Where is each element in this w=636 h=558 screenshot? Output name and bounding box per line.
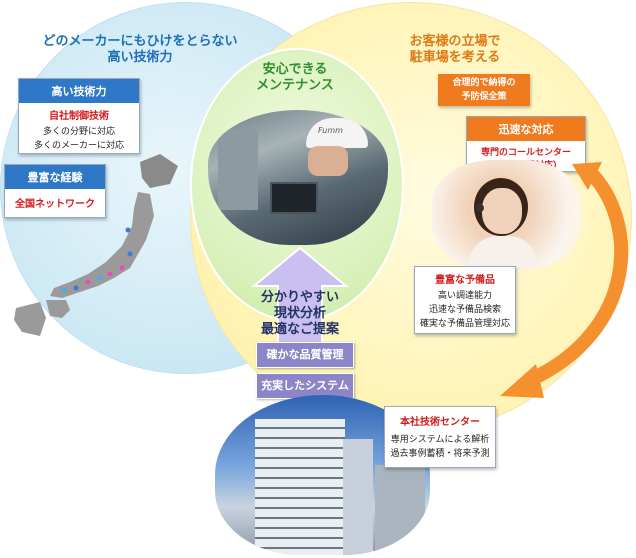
- response-box-header: 迅速な対応: [467, 117, 585, 141]
- call-center-operator-photo: [432, 160, 582, 270]
- helmet-icon: [306, 118, 368, 148]
- center-title-line2: メンテナンス: [256, 78, 334, 93]
- arrow-text-line: 分かりやすい: [260, 290, 339, 305]
- right-title: お客様の立場で 駐車場を考える: [385, 34, 525, 66]
- tech-box-label: 自社制御技術: [49, 111, 109, 122]
- tech-box: 高い技術力 自社制御技術 多くの分野に対応 多くのメーカーに対応: [18, 78, 140, 154]
- left-title-line2: 高い技術力: [107, 50, 173, 65]
- hq-box: 本社技術センター 専用システムによる解析 過去事例蓄積・将来予測: [384, 406, 496, 468]
- center-title-line1: 安心できる: [262, 62, 328, 77]
- tech-box-line: 多くのメーカーに対応: [33, 141, 124, 151]
- left-title-line1: どのメーカーにもひけをとらない: [42, 34, 238, 49]
- quality-control-pill: 確かな品質管理: [256, 342, 354, 368]
- japan-map-illustration: [14, 154, 178, 336]
- right-title-line1: お客様の立場で: [409, 34, 501, 49]
- parts-box: 豊富な予備品 高い調達能力 迅速な予備品検索 確実な予備品管理対応: [414, 266, 516, 334]
- arrow-text-line: 最適なご提案: [260, 322, 339, 337]
- curved-arrow-icon: [500, 162, 629, 398]
- meter-device-icon: [270, 182, 318, 214]
- experience-box-header: 豊富な経験: [5, 165, 105, 189]
- left-title: どのメーカーにもひけをとらない 高い技術力: [30, 34, 250, 66]
- experience-box: 豊富な経験 全国ネットワーク: [4, 164, 106, 218]
- parts-box-line: 確実な予備品管理対応: [419, 319, 510, 329]
- system-pill: 充実したシステム: [256, 373, 354, 399]
- parts-box-label: 豊富な予備品: [435, 275, 495, 286]
- preventive-box-line1: 合理的で納得の: [452, 78, 516, 88]
- parts-box-line: 迅速な予備品検索: [428, 305, 501, 315]
- hq-box-line: 過去事例蓄積・将来予測: [390, 449, 490, 459]
- preventive-box-line2: 予防保全策: [461, 92, 507, 102]
- response-box-label-line1: 専門のコールセンター: [480, 148, 571, 158]
- headset-icon: [476, 204, 484, 212]
- arrow-text: 分かりやすい 現状分析 最適なご提案: [250, 290, 350, 338]
- experience-box-label: 全国ネットワーク: [15, 199, 95, 210]
- preventive-box: 合理的で納得の 予防保全策: [438, 74, 530, 106]
- tech-box-line: 多くの分野に対応: [42, 127, 115, 137]
- maintenance-worker-photo: Fumm: [208, 110, 388, 245]
- center-title: 安心できる メンテナンス: [235, 62, 355, 94]
- hq-box-label: 本社技術センター: [400, 417, 480, 428]
- tech-box-header: 高い技術力: [19, 79, 139, 103]
- helmet-logo: Fumm: [318, 126, 343, 135]
- hq-box-line: 専用システムによる解析: [390, 435, 490, 445]
- arrow-text-line: 現状分析: [273, 306, 326, 321]
- parts-box-line: 高い調達能力: [437, 291, 492, 301]
- right-title-line2: 駐車場を考える: [409, 50, 501, 65]
